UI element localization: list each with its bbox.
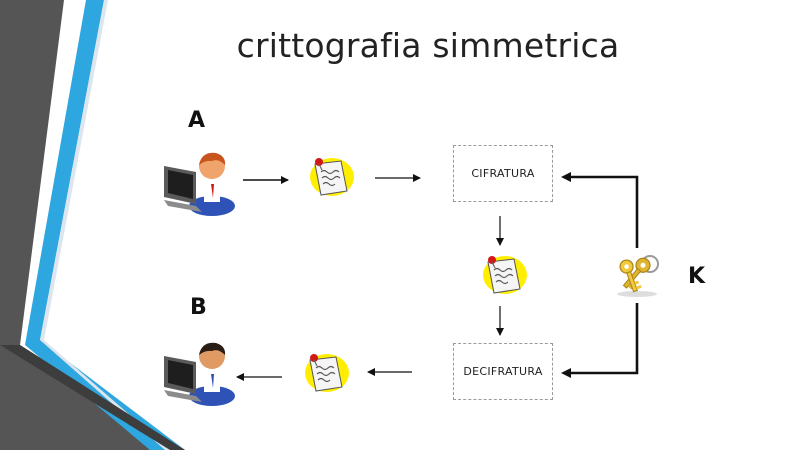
key-label: K	[688, 264, 706, 289]
slide-title: crittografia simmetrica	[236, 26, 620, 65]
decryption-label: DECIFRATURA	[463, 365, 543, 378]
keys-icon	[617, 255, 659, 297]
ciphertext-document-icon	[483, 256, 527, 294]
user-a-icon	[164, 152, 235, 216]
key-to-encryption-connector	[567, 175, 639, 248]
key-to-decryption-connector	[567, 303, 639, 375]
encryption-label: CIFRATURA	[471, 167, 535, 180]
decryption-box: DECIFRATURA	[453, 343, 553, 400]
plaintext-document-icon	[310, 158, 354, 196]
encryption-box: CIFRATURA	[453, 145, 553, 202]
decrypted-document-icon	[305, 354, 349, 392]
user-b-icon	[164, 342, 235, 406]
party-a-label: A	[188, 108, 206, 133]
party-b-label: B	[190, 295, 207, 320]
